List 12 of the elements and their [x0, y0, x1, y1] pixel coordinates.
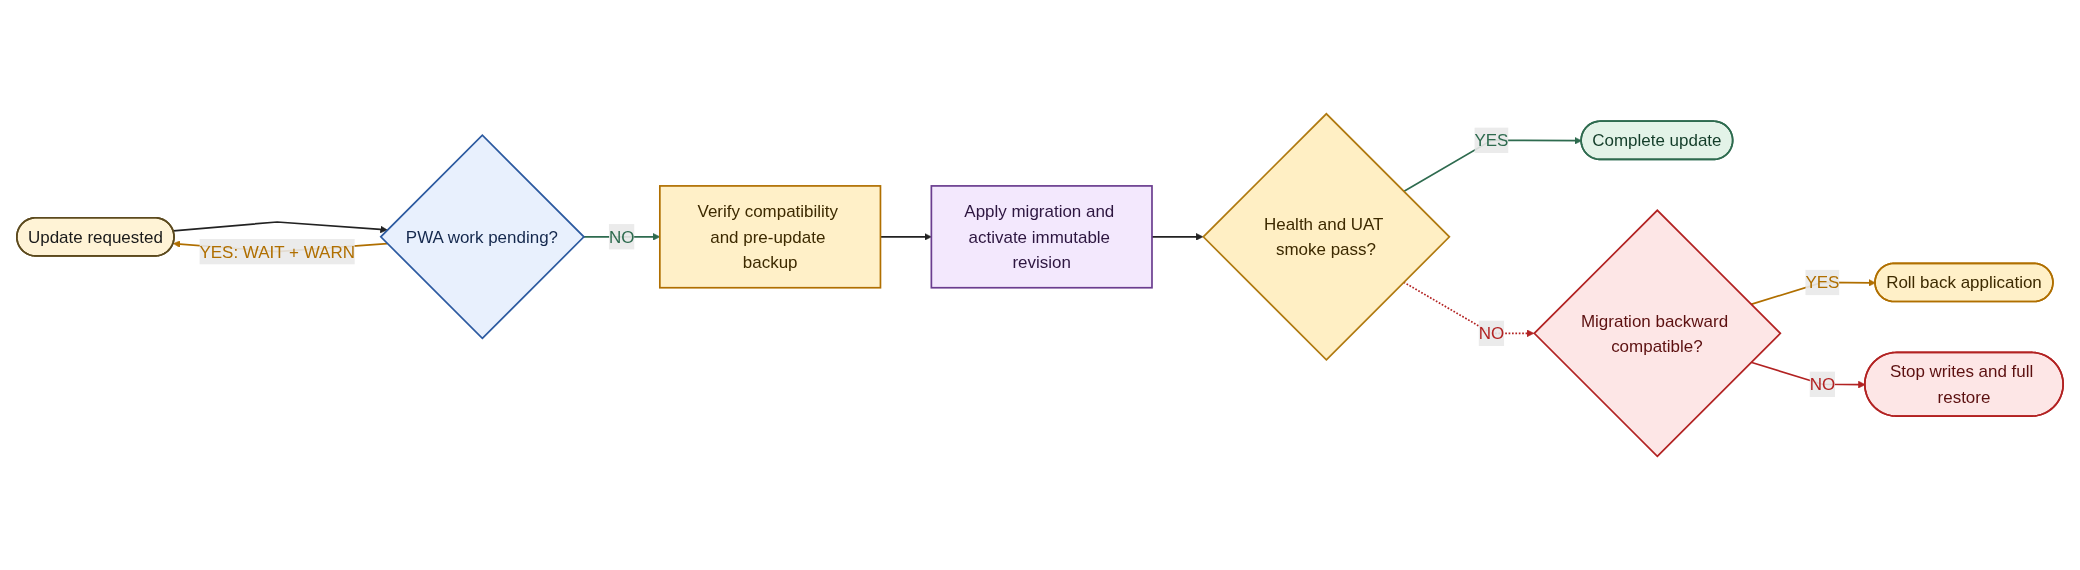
- node-diamond: PWA work pending?: [379, 133, 586, 340]
- node-box: Verify compatibility and pre-update backup: [659, 184, 882, 289]
- arrow: [172, 221, 388, 234]
- node-diamond: Migration backward compatible?: [1533, 209, 1782, 458]
- edge-label: NO: [608, 227, 635, 247]
- node-diamond: Health and UAT smoke pass?: [1202, 112, 1451, 361]
- node-box: Apply migration and activate immutable revision: [930, 184, 1153, 289]
- edge-label: NO: [1809, 374, 1836, 394]
- edge-label: YES: [1474, 130, 1509, 150]
- edge-label: YES: [1805, 273, 1840, 292]
- edge-label: YES: WAIT + WARN: [199, 242, 355, 261]
- edge-label: NO: [1478, 323, 1505, 343]
